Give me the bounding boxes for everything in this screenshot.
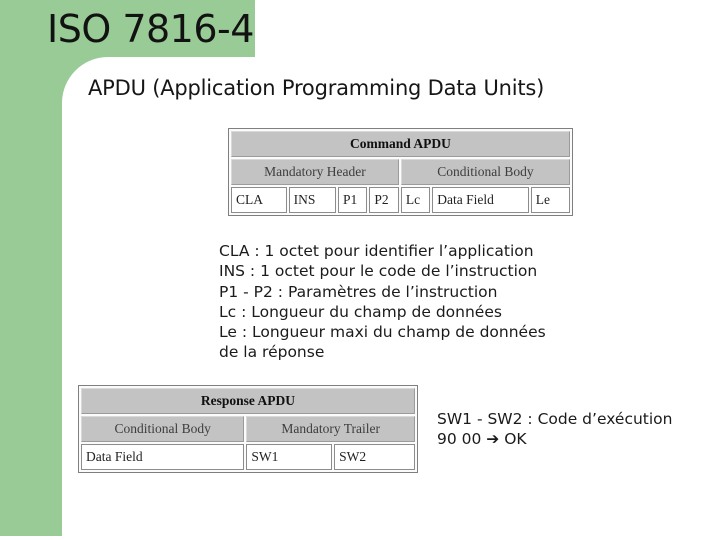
field-p1: P1 <box>337 187 368 213</box>
command-group-conditional-body: Conditional Body <box>400 159 570 185</box>
field-ins: INS <box>288 187 336 213</box>
field-le: Le <box>530 187 570 213</box>
slide-subtitle: APDU (Application Programming Data Units… <box>88 76 545 100</box>
command-apdu-notes: CLA : 1 octet pour identifier l’applicat… <box>219 241 546 363</box>
response-apdu-table: Response APDU Conditional Body Mandatory… <box>78 385 418 473</box>
note-line-le: Le : Longueur maxi du champ de données <box>219 323 546 342</box>
field-p2: P2 <box>369 187 399 213</box>
field-lc: Lc <box>400 187 431 213</box>
field-data-field: Data Field <box>432 187 529 213</box>
field-cla: CLA <box>231 187 287 213</box>
note-line-le-cont: de la réponse <box>219 343 325 362</box>
field-sw2: SW2 <box>334 444 415 470</box>
note-line-cla: CLA : 1 octet pour identifier l’applicat… <box>219 242 534 260</box>
response-group-conditional-body: Conditional Body <box>81 416 245 442</box>
note-line-sw: SW1 - SW2 : Code d’exécution <box>437 410 673 428</box>
response-group-mandatory-trailer: Mandatory Trailer <box>246 416 415 442</box>
command-group-mandatory-header: Mandatory Header <box>231 159 399 185</box>
command-apdu-table: Command APDU Mandatory Header Conditiona… <box>228 128 573 216</box>
note-line-ins: INS : 1 octet pour le code de l’instruct… <box>219 262 538 281</box>
response-apdu-notes: SW1 - SW2 : Code d’exécution 90 00 ➔ OK <box>437 409 672 450</box>
command-apdu-table-title: Command APDU <box>231 131 570 157</box>
note-line-lc: Lc : Longueur du champ de données <box>219 302 502 321</box>
response-apdu-table-title: Response APDU <box>81 388 415 414</box>
green-left-strip <box>0 0 62 536</box>
note-line-p1p2: P1 - P2 : Paramètres de l’instruction <box>219 282 498 301</box>
field-response-data-field: Data Field <box>81 444 245 470</box>
field-sw1: SW1 <box>246 444 333 470</box>
slide-title: ISO 7816-4 <box>47 7 254 51</box>
note-line-9000: 90 00 ➔ OK <box>437 430 527 449</box>
